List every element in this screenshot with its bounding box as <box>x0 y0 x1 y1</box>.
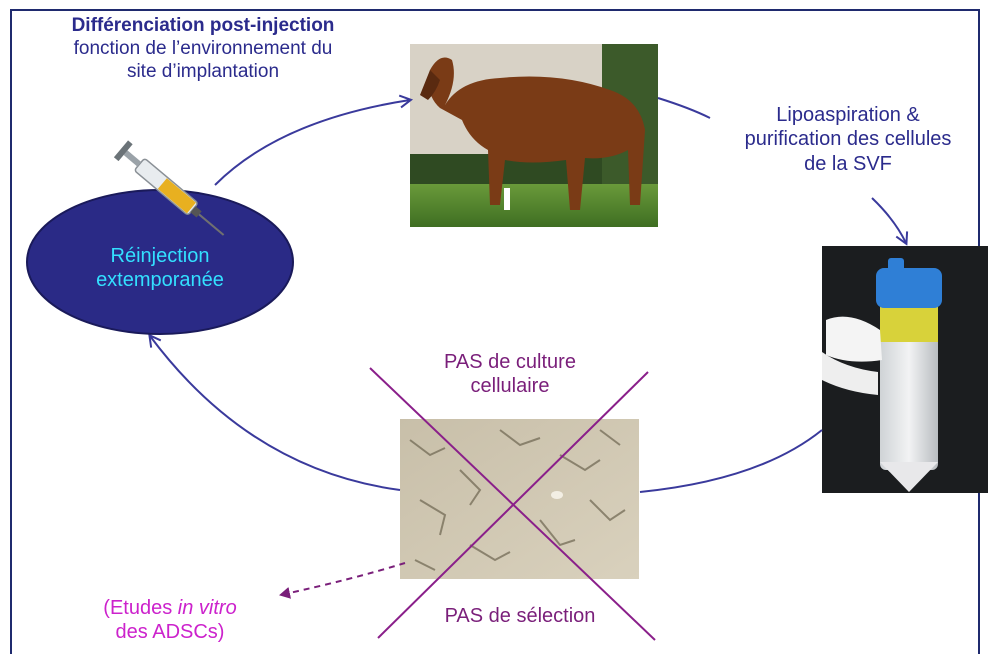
reinjection-label: Réinjection extemporanée <box>60 244 260 293</box>
horse-photo <box>410 44 658 227</box>
dashed-arrow-invitro <box>279 562 406 599</box>
lipo-label: Lipoaspiration & purification des cellul… <box>708 103 988 176</box>
no-culture-label: PAS de culture cellulaire <box>410 350 610 399</box>
no-culture-line-2: cellulaire <box>470 375 550 398</box>
cross-line-2 <box>377 371 649 639</box>
syringe-icon <box>113 140 225 236</box>
arrow-cells-to-ellipse <box>150 336 401 491</box>
arrow-tube-to-cells <box>639 429 823 493</box>
cells-photo <box>400 419 639 579</box>
title-block: Différenciation post-injection fonction … <box>28 14 378 84</box>
title-bold: Différenciation post-injection <box>71 15 335 36</box>
arrow-horse-to-lipo <box>657 97 711 119</box>
tube-photo <box>822 246 988 493</box>
invitro-line-1: (Etudes in vitro <box>60 596 280 620</box>
lipo-line-3: de la SVF <box>804 152 892 175</box>
no-selection-label: PAS de sélection <box>405 604 635 628</box>
invitro-label: (Etudes in vitro des ADSCs) <box>60 596 280 645</box>
arrow-syringe-to-horse <box>214 100 410 186</box>
invitro-pre: (Etudes <box>103 597 178 619</box>
invitro-italic: in vitro <box>177 597 237 619</box>
lipo-line-1: Lipoaspiration & <box>776 104 920 126</box>
lipo-line-2: purification des cellules <box>744 128 952 151</box>
invitro-line-2: des ADSCs) <box>115 621 225 644</box>
title-line-2: fonction de l’environnement du <box>73 38 333 60</box>
no-selection-text: PAS de sélection <box>444 605 596 627</box>
reinjection-line-2: extemporanée <box>96 269 224 292</box>
title-line-3: site d’implantation <box>126 61 280 83</box>
cross-line-1 <box>369 367 656 641</box>
no-culture-line-1: PAS de culture <box>444 351 576 373</box>
arrow-lipo-to-tube <box>871 197 906 243</box>
reinjection-line-1: Réinjection <box>110 245 210 267</box>
